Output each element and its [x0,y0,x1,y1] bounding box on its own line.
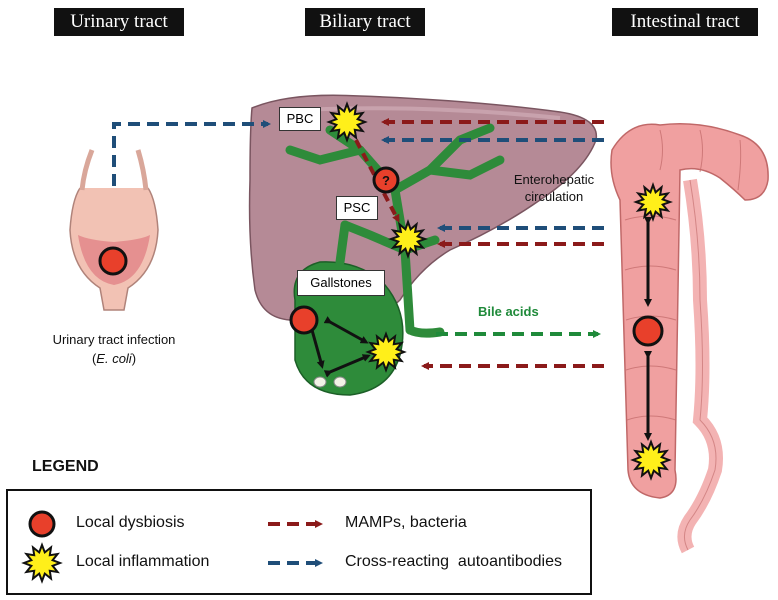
dysbiosis-marker-gallbladder [289,305,319,335]
dysbiosis-marker-question: ? [372,166,400,194]
inflammation-marker-intestine-upper [633,182,673,222]
label-bile-acids: Bile acids [478,304,539,319]
label-enterohepatic-line1: Enterohepatic [513,172,595,187]
svg-text:?: ? [382,173,390,188]
uti-ecoli: E. coli [96,351,132,366]
dysbiosis-marker-intestine [632,315,664,347]
header-biliary-tract: Biliary tract [305,8,425,36]
inflammation-marker-gallbladder [365,331,407,373]
label-pbc: PBC [279,107,321,131]
legend-inflammation-label: Local inflammation [76,553,210,570]
uti-paren-open: ( [91,351,97,366]
inflammation-marker-psc [388,219,428,259]
label-enterohepatic-line2: circulation [524,189,584,204]
inflammation-marker-intestine-lower [630,439,672,481]
label-psc: PSC [336,196,378,220]
legend-inflammation-icon [21,542,63,584]
legend-box [6,489,592,595]
legend-autoantibodies-label: Cross-reacting autoantibodies [345,553,563,570]
gallbladder-interaction-arrows [306,316,371,378]
header-urinary-tract: Urinary tract [54,8,184,36]
legend-title: LEGEND [32,458,99,475]
label-uti-line2: (E. coli) [22,351,206,366]
label-uti-line1: Urinary tract infection [52,332,176,347]
arrow-uti-to-pbc [112,120,271,186]
uti-paren-close: ) [131,351,137,366]
legend-dysbiosis-icon [28,510,56,538]
legend-mamps-label: MAMPs, bacteria [345,514,467,531]
header-intestinal-tract: Intestinal tract [612,8,758,36]
legend-dysbiosis-label: Local dysbiosis [76,514,185,531]
label-gallstones: Gallstones [297,270,385,296]
inflammation-marker-pbc [326,101,368,143]
dysbiosis-marker-bladder [98,246,128,276]
